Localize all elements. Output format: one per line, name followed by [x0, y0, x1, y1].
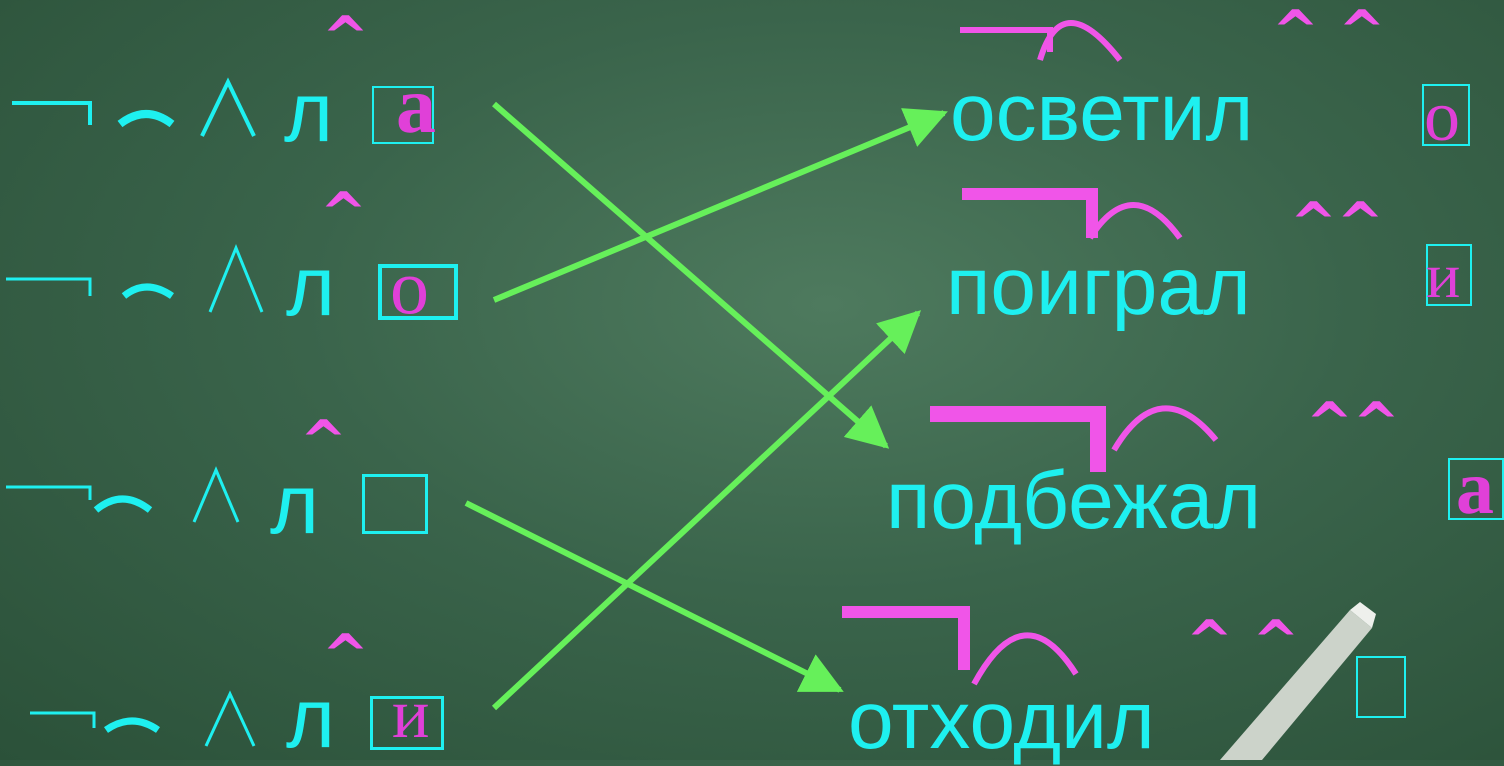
left-scheme-4 — [30, 690, 256, 747]
root-letter: л — [270, 457, 320, 551]
suffix-caret: ^ — [300, 409, 347, 474]
right-scheme-1 — [960, 20, 1123, 62]
ending-box — [370, 696, 444, 750]
ending-box — [1422, 84, 1470, 146]
arrow-row2-to-word1 — [492, 108, 948, 303]
ending-vowel: и — [1426, 240, 1461, 311]
root-letter: л — [284, 65, 334, 159]
ending-box — [362, 474, 428, 534]
ending-box — [1356, 656, 1406, 718]
left-scheme-1 — [12, 77, 256, 137]
ending-vowel: о — [1424, 76, 1460, 156]
suffix-carets: ^ ^ — [1186, 609, 1300, 674]
ending-vowel: а — [396, 62, 436, 150]
root-letter: л — [286, 239, 336, 333]
arrow-row3-to-word4 — [464, 500, 844, 693]
chalk-icon — [1220, 602, 1376, 760]
left-scheme-2 — [6, 244, 264, 313]
ending-vowel: и — [392, 676, 430, 753]
match-arrows — [464, 101, 948, 711]
word: поиграл — [946, 241, 1251, 332]
ending-box — [378, 264, 458, 320]
suffix-caret: ^ — [322, 5, 369, 70]
suffix-caret: ^ — [320, 181, 367, 246]
suffix-carets: ^ ^ — [1272, 0, 1386, 64]
ending-box — [372, 86, 434, 144]
right-scheme-3 — [930, 405, 1219, 472]
suffix-carets: ^^ — [1290, 191, 1384, 256]
ending-box — [1426, 244, 1472, 306]
suffix-carets: ^^ — [1306, 391, 1400, 456]
ending-box — [1448, 458, 1504, 520]
ending-vowel: а — [1456, 446, 1494, 530]
word: подбежал — [886, 455, 1262, 546]
suffix-caret: ^ — [322, 623, 369, 688]
right-scheme-4 — [842, 606, 1079, 686]
arrow-row1-to-word3 — [492, 101, 890, 449]
arrow-row4-to-word2 — [491, 310, 922, 711]
right-scheme-2 — [962, 188, 1183, 240]
ending-vowel: о — [390, 243, 429, 330]
root-letter: л — [286, 671, 336, 765]
left-scheme-3 — [6, 466, 240, 523]
word: осветил — [950, 67, 1254, 158]
word: отходил — [848, 675, 1155, 766]
